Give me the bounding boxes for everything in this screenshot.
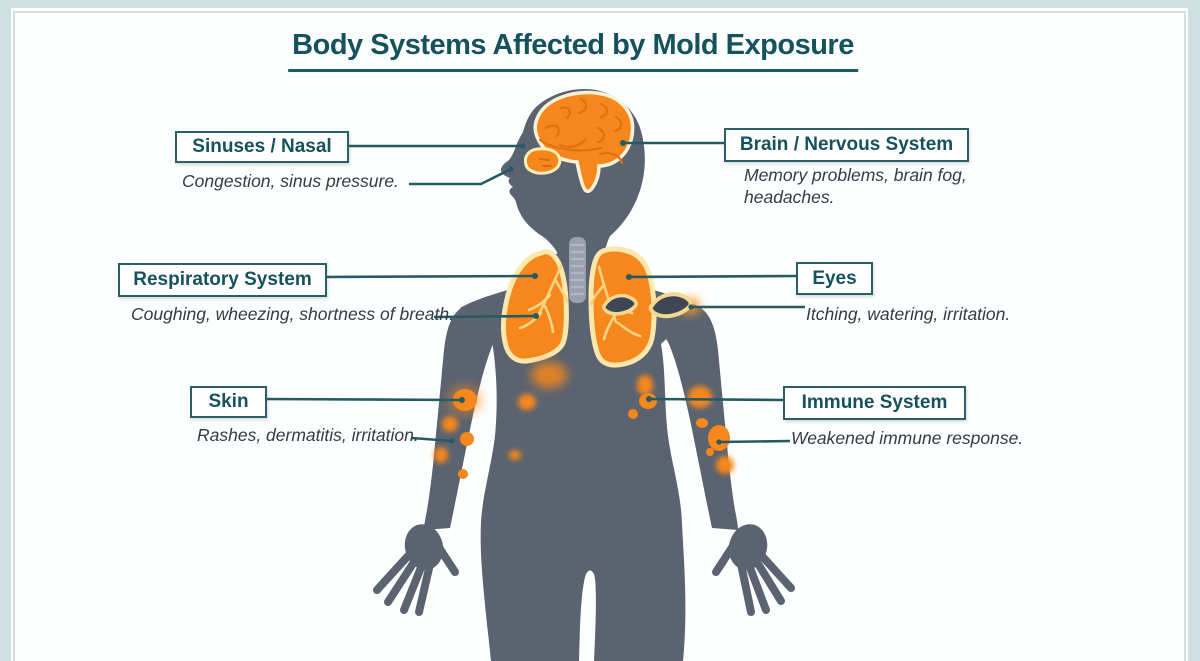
connector-respiratory-box [322,274,536,279]
callout-box-eyes: Eyes [796,262,873,295]
callout-box-sinuses-nasal: Sinuses / Nasal [175,131,349,163]
connector-eyes-box [628,274,797,279]
connector-skin-box [262,397,463,402]
right-hand-shape [712,524,795,616]
brain-folds [538,97,624,165]
caption-eyes: Itching, watering, irritation. [806,304,1011,324]
callout-label-sinuses-nasal: Sinuses / Nasal [192,136,332,157]
callout-box-respiratory-system: Respiratory System [118,263,327,297]
caption-brain-nervous-system: Memory problems, brain fog, headaches. [744,165,967,208]
caption-sinuses-nasal: Congestion, sinus pressure. [182,171,399,191]
left-arm-shape [424,284,530,530]
callout-label-respiratory-system: Respiratory System [133,269,312,290]
callout-box-skin: Skin [190,386,267,418]
caption-skin: Rashes, dermatitis, irritation. [197,425,419,445]
connector-immune-box [648,397,784,402]
caption-respiratory-system: Coughing, wheezing, shortness of breath. [131,304,454,324]
page-title: Body Systems Affected by Mold Exposure [288,29,858,72]
connector-skin-caption [411,436,453,443]
sinuses-highlight [523,147,562,175]
callout-box-immune-system: Immune System [783,386,966,420]
bronchi-branches [518,264,642,341]
caption-immune-system: Weakened immune response. [791,428,1024,448]
connector-immune-caption [718,439,791,444]
brain-highlight [533,90,635,193]
right-arm-shape [632,284,738,530]
trachea-graphic [569,237,586,303]
callout-label-skin: Skin [208,391,249,412]
connector-respiratory-caption [433,314,537,319]
left-hand-shape [373,524,459,616]
callout-label-eyes: Eyes [812,267,857,289]
callout-box-brain-nervous-system: Brain / Nervous System [724,128,969,162]
callout-label-brain-nervous-system: Brain / Nervous System [739,134,954,155]
left-eye [602,293,638,316]
connector-sinuses-caption [409,167,512,186]
callout-label-immune-system: Immune System [801,392,948,413]
connector-lines [262,140,805,445]
